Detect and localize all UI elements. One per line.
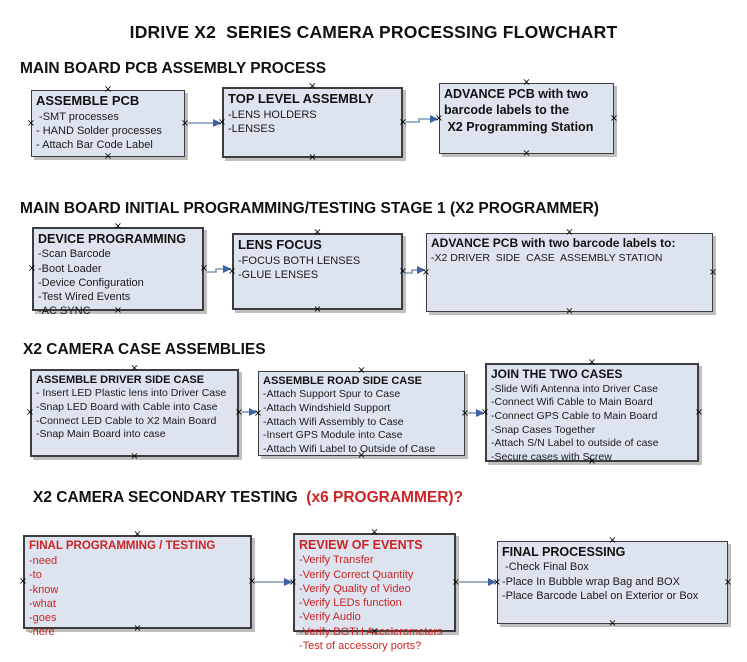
flow-box-final-programming-testing: FINAL PROGRAMMING / TESTING -need -to-know… — [23, 535, 252, 638]
heading-text: X2 CAMERA CASE ASSEMBLIES — [23, 341, 266, 358]
flow-arrow-head-icon — [430, 115, 439, 123]
box-item: -Snap Cases Together — [491, 423, 596, 436]
flow-box-assemble-pcb: ASSEMBLE PCB -SMT processes - HAND Solder… — [31, 90, 185, 157]
box-item: -Snap LED Board with Cable into Case — [36, 400, 218, 413]
box-item: - HAND Solder processes — [36, 125, 162, 138]
box-title: ADVANCE PCB with two barcode labels to: — [431, 236, 676, 250]
box-item: -Check Final Box — [502, 561, 589, 574]
box-item: -Slide Wifi Antenna into Driver Case — [491, 382, 658, 395]
box-item: -Scan Barcode — [38, 248, 111, 261]
flow-box-review-of-events: REVIEW OF EVENTS-Verify Transfer-Verify … — [293, 533, 456, 652]
box-item: -Verify Quality of Video — [299, 582, 411, 595]
flow-arrow-head-icon — [417, 266, 426, 274]
heading-text: MAIN BOARD INITIAL PROGRAMMING/TESTING S… — [20, 200, 599, 217]
heading-text: MAIN BOARD PCB ASSEMBLY PROCESS — [20, 60, 327, 77]
box-item: -Attach Wifi Assembly to Case — [263, 415, 404, 428]
box-title: ASSEMBLE ROAD SIDE CASE — [263, 375, 422, 387]
flow-arrow-head-icon — [223, 265, 232, 273]
flow-box-device-programming: DEVICE PROGRAMMING -Scan Barcode-Boot Loa… — [32, 227, 204, 317]
box-title: LENS FOCUS — [238, 237, 322, 252]
flow-box-lens-focus: LENS FOCUS -FOCUS BOTH LENSES -GLUE LENSES — [232, 233, 403, 310]
flow-box-top-level-assembly: TOP LEVEL ASSEMBLY -LENS HOLDERS -LENSES — [222, 87, 403, 158]
flow-arrow-line — [403, 269, 417, 274]
box-item: - Attach Bar Code Label — [36, 139, 153, 152]
box-item: -Attach Windshield Support — [263, 401, 391, 414]
flow-box-assemble-road-side-case: ASSEMBLE ROAD SIDE CASE-Attach Support S… — [258, 371, 465, 456]
flow-arrow-line — [204, 268, 223, 273]
box-item: -GLUE LENSES — [238, 269, 319, 282]
box-item: -Verify LEDs function — [299, 597, 402, 610]
box-title: ASSEMBLE PCB — [36, 93, 140, 108]
box-title: barcode labels to the — [444, 103, 570, 118]
box-title: TOP LEVEL ASSEMBLY — [228, 91, 374, 106]
box-item: -Test Wired Events — [38, 291, 131, 304]
box-item: -Attach S/N Label to outside of case — [491, 437, 659, 450]
box-item: -Verify Transfer — [299, 554, 374, 567]
box-item: -FOCUS BOTH LENSES — [238, 254, 361, 267]
box-item: -Attach Support Spur to Case — [263, 388, 401, 401]
box-title: FINAL PROCESSING — [502, 545, 626, 559]
box-item: -X2 DRIVER SIDE CASE ASSEMBLY STATION — [431, 251, 663, 264]
box-title: FINAL PROGRAMMING / TESTING — [29, 540, 216, 552]
flow-arrow-head-icon — [213, 119, 222, 127]
box-item: -Connect Wifi Cable to Main Board — [491, 396, 653, 409]
box-item: -Verify Correct Quantity — [299, 568, 414, 581]
flow-box-final-processing: FINAL PROCESSING -Check Final Box-Place … — [497, 541, 728, 624]
heading-text: X2 CAMERA SECONDARY TESTING — [33, 489, 302, 506]
box-item: -know — [29, 583, 59, 596]
box-item: -LENSES — [228, 123, 276, 136]
flow-arrow-head-icon — [488, 578, 497, 586]
box-item: -goes — [29, 612, 57, 625]
box-title: REVIEW OF EVENTS — [299, 538, 423, 552]
section-heading-pcb-assembly: MAIN BOARD PCB ASSEMBLY PROCESS — [20, 60, 326, 78]
page-title: IDRIVE X2 SERIES CAMERA PROCESSING FLOWC… — [129, 22, 618, 42]
section-heading-case-assemblies: X2 CAMERA CASE ASSEMBLIES — [23, 341, 266, 359]
flow-box-join-the-two-cases: JOIN THE TWO CASES-Slide Wifi Antenna in… — [485, 363, 699, 463]
box-item: -LENS HOLDERS — [228, 108, 317, 121]
box-item: -what — [29, 597, 56, 610]
box-item: -Insert GPS Module into Case — [263, 429, 403, 442]
section-heading-secondary-testing: X2 CAMERA SECONDARY TESTING (x6 PROGRAMM… — [33, 489, 463, 507]
flow-arrow-head-icon — [476, 409, 485, 417]
box-title: ASSEMBLE DRIVER SIDE CASE — [36, 374, 205, 386]
box-title: DEVICE PROGRAMMING — [38, 232, 186, 246]
flow-box-advance-pcb-case-assembly: ADVANCE PCB with two barcode labels to:-… — [426, 233, 713, 312]
flow-box-assemble-driver-side-case: ASSEMBLE DRIVER SIDE CASE- Insert LED Pl… — [30, 369, 239, 457]
box-item: -Device Configuration — [38, 276, 144, 289]
box-item: -Attach Wifi Label to Outside of Case — [263, 442, 436, 455]
box-item: -Place Barcode Label on Exterior or Box — [502, 589, 699, 602]
box-item: -Boot Loader — [38, 262, 102, 275]
box-title: X2 Programming Station — [444, 119, 594, 134]
flow-box-advance-pcb-programming-station: ADVANCE PCB with two barcode labels to th… — [439, 83, 614, 154]
box-item: -need — [29, 554, 58, 567]
box-item: -Place In Bubble wrap Bag and BOX — [502, 575, 680, 588]
box-item: -Connect GPS Cable to Main Board — [491, 409, 658, 422]
flow-arrow-head-icon — [249, 408, 258, 416]
box-item: -Verify Audio — [299, 611, 361, 624]
box-title: ADVANCE PCB with two — [444, 87, 589, 101]
flow-arrow-line — [403, 118, 430, 123]
box-item: -to — [29, 569, 42, 582]
box-item: -Connect LED Cable to X2 Main Board — [36, 414, 217, 427]
box-item: - Insert LED Plastic lens into Driver Ca… — [36, 387, 227, 400]
box-item: -SMT processes — [36, 110, 119, 123]
box-title: JOIN THE TWO CASES — [491, 367, 623, 381]
box-item: -Verify BOTH Accelerometers — [299, 625, 443, 638]
box-item: -here — [29, 626, 55, 639]
box-item: -Test of accessory ports? — [299, 640, 422, 653]
box-item: -Snap Main Board into case — [36, 428, 166, 441]
box-item: -Secure cases with Screw — [491, 450, 612, 463]
flow-arrow-head-icon — [284, 578, 293, 586]
section-heading-initial-programming: MAIN BOARD INITIAL PROGRAMMING/TESTING S… — [20, 200, 599, 218]
heading-text-red: (x6 PROGRAMMER)? — [302, 489, 464, 506]
box-item: -AC SYNC — [38, 305, 91, 318]
